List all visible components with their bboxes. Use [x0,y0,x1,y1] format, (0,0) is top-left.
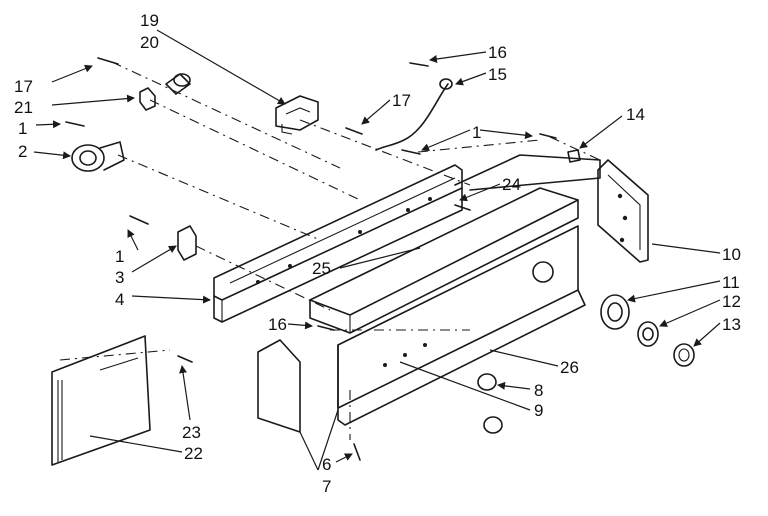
callout-8: 8 [534,381,543,400]
screws [65,57,557,461]
clip-part-14 [567,149,581,163]
switch-bracket-part-19 [275,95,319,135]
capacitor-part-20 [165,73,191,95]
callout-7: 7 [322,477,331,496]
callout-2: 2 [18,142,27,161]
callout-24: 24 [502,175,521,194]
wire-part-15 [375,78,453,151]
callout-4: 4 [115,290,124,309]
leader-lines [33,29,721,471]
end-cap-part-10 [597,159,649,263]
callout-1: 1 [472,123,481,142]
callout-19: 19 [140,11,159,30]
callout-6: 6 [322,455,331,474]
knob-stack [600,294,695,367]
callout-17: 17 [14,77,33,96]
callout-13: 13 [722,315,741,334]
callout-22: 22 [184,444,203,463]
control-panel-part-26 [337,154,601,426]
callout-1: 1 [115,247,124,266]
rear-bracket-part-4 [213,164,463,323]
bracket-part-3 [177,225,197,261]
callout-16: 16 [268,315,287,334]
callout-17: 17 [392,91,411,110]
panel-strip-part-25 [309,187,579,334]
callout-11: 11 [722,273,740,292]
timer-part-2 [71,141,125,172]
callout-20: 20 [140,33,159,52]
callout-23: 23 [182,423,201,442]
small-knobs [477,373,503,434]
callout-9: 9 [534,401,543,420]
cover-part-22 [51,335,151,466]
callout-15: 15 [488,65,507,84]
callout-26: 26 [560,358,579,377]
callout-16: 16 [488,43,507,62]
side-panel-part-7 [257,339,301,433]
callout-labels: 19 20 17 21 1 2 1 3 4 16 15 17 1 14 24 2… [14,11,741,496]
clamp-part-21 [139,87,156,111]
assembly-lines [59,61,601,440]
callout-1: 1 [18,119,27,138]
callout-14: 14 [626,105,645,124]
callout-10: 10 [722,245,741,264]
callout-12: 12 [722,292,741,311]
callout-25: 25 [312,259,331,278]
callout-3: 3 [115,268,124,287]
callout-21: 21 [14,98,33,117]
